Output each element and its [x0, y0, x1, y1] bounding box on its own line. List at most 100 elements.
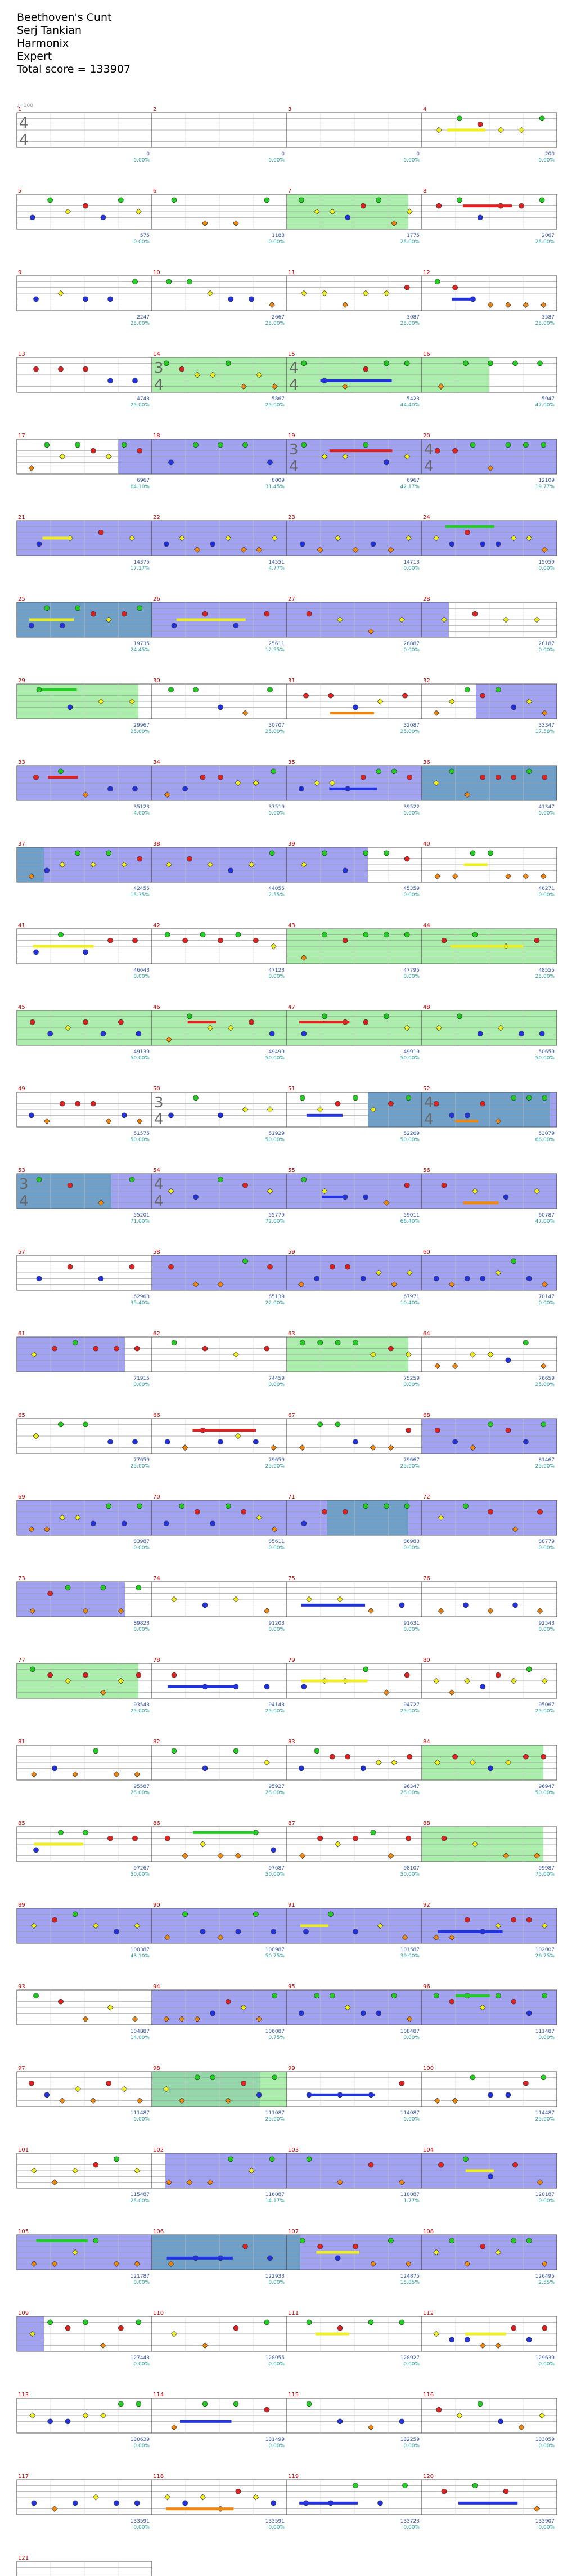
- measure-score: 120187: [536, 2192, 555, 2198]
- note-green: [539, 197, 545, 203]
- note-orange: [541, 547, 548, 553]
- measure-score: 100987: [266, 1947, 285, 1953]
- note-green: [363, 1503, 369, 1509]
- measure-percent: 0.00%: [268, 158, 285, 163]
- measure-score: 121787: [130, 2274, 150, 2279]
- measure-number: 30: [153, 678, 160, 684]
- note-green: [541, 1421, 547, 1428]
- note-yellow: [264, 1759, 270, 1766]
- note-blue: [168, 459, 174, 466]
- note-yellow: [470, 1351, 476, 1358]
- note-red: [523, 1754, 529, 1760]
- note-orange: [503, 1853, 509, 1859]
- note-green: [225, 1503, 231, 1509]
- note-red: [83, 1672, 88, 1678]
- measure-percent: 39.00%: [400, 1953, 420, 1959]
- note-yellow: [256, 1514, 263, 1521]
- measure-score: 32087: [403, 723, 420, 728]
- note-orange: [192, 1281, 199, 1288]
- measure-score: 96347: [403, 1784, 420, 1790]
- measure-percent: 25.00%: [130, 321, 150, 327]
- measure-number: 26: [153, 596, 160, 602]
- note-blue: [83, 296, 88, 302]
- measure-number: 84: [423, 1739, 430, 1745]
- note-blue: [298, 2010, 304, 2016]
- sustain-orange: [463, 1201, 499, 1205]
- note-orange: [512, 1526, 519, 1533]
- note-red: [134, 1345, 140, 1352]
- measure-percent: 0.00%: [538, 1545, 555, 1551]
- measure-score: 91203: [268, 1621, 285, 1626]
- note-blue: [360, 2010, 366, 2016]
- measure-score: 95067: [538, 1702, 555, 1708]
- measure-number: 8: [423, 188, 426, 194]
- measure-percent: 50.00%: [266, 1056, 285, 1061]
- note-orange: [43, 1118, 50, 1125]
- measure-percent: 0.00%: [538, 892, 555, 898]
- measure-number: 105: [18, 2229, 29, 2235]
- note-green: [523, 442, 529, 448]
- measure-score: 14375: [133, 560, 150, 565]
- note-orange: [168, 2261, 174, 2268]
- note-blue: [210, 2010, 216, 2016]
- note-orange: [523, 873, 529, 880]
- sustain-yellow: [464, 863, 488, 866]
- note-green: [306, 2319, 312, 2325]
- note-green: [187, 279, 192, 285]
- measure-number: 18: [153, 433, 160, 439]
- note-yellow: [256, 372, 263, 378]
- note-blue: [100, 1031, 106, 1037]
- note-blue: [526, 2010, 532, 2016]
- note-orange: [448, 1934, 455, 1941]
- note-red: [75, 1101, 81, 1107]
- note-green: [329, 1993, 335, 1999]
- sustain-blue: [179, 2420, 232, 2423]
- note-blue: [171, 623, 177, 629]
- measure-percent: 17.17%: [130, 566, 150, 571]
- note-red: [264, 1345, 270, 1352]
- note-yellow: [233, 1351, 239, 1358]
- measure-percent: 0.00%: [403, 2117, 420, 2122]
- note-orange: [30, 2261, 37, 2268]
- note-red: [306, 611, 312, 617]
- measure-number: 3: [288, 106, 291, 113]
- measure-percent: 25.00%: [266, 2117, 285, 2122]
- note-orange: [487, 465, 494, 472]
- note-red: [402, 692, 408, 699]
- measure-percent: 0.00%: [538, 1627, 555, 1633]
- note-green: [511, 1095, 517, 1101]
- measure-number: 94: [153, 1984, 160, 1990]
- measure-score: 0: [281, 151, 285, 157]
- measure-number: 109: [18, 2310, 29, 2316]
- measure-number: 85: [18, 1821, 25, 1827]
- note-yellow: [164, 2494, 171, 2501]
- note-orange: [90, 2098, 97, 2104]
- note-green: [363, 442, 369, 448]
- note-red: [388, 1101, 394, 1107]
- measure-percent: 25.00%: [400, 321, 420, 327]
- note-green: [488, 1421, 493, 1428]
- note-green: [472, 2483, 478, 2489]
- measure-percent: 25.00%: [266, 1709, 285, 1714]
- note-yellow: [65, 1678, 71, 1684]
- note-red: [503, 2488, 509, 2494]
- measure-percent: 0.00%: [403, 2362, 420, 2367]
- note-red: [187, 856, 192, 862]
- note-red: [407, 1754, 413, 1760]
- note-red: [452, 448, 458, 454]
- time-signature-top: 3: [154, 1094, 164, 1111]
- measure-percent: 0.00%: [403, 647, 420, 653]
- measure-score: 126495: [536, 2274, 555, 2279]
- measure-percent: 0.00%: [538, 158, 555, 163]
- measure-percent: 1.77%: [403, 2198, 420, 2204]
- note-red: [264, 2407, 270, 2413]
- note-red: [345, 1754, 351, 1760]
- measure-score: 14551: [268, 560, 285, 565]
- note-yellow: [267, 1188, 273, 1195]
- measure-percent: 25.00%: [536, 239, 555, 245]
- time-signature-top: 4: [19, 115, 29, 132]
- measure-number: 32: [423, 678, 430, 684]
- note-red: [368, 2162, 374, 2168]
- measure-score: 95587: [133, 1784, 150, 1790]
- note-green: [353, 1340, 358, 1346]
